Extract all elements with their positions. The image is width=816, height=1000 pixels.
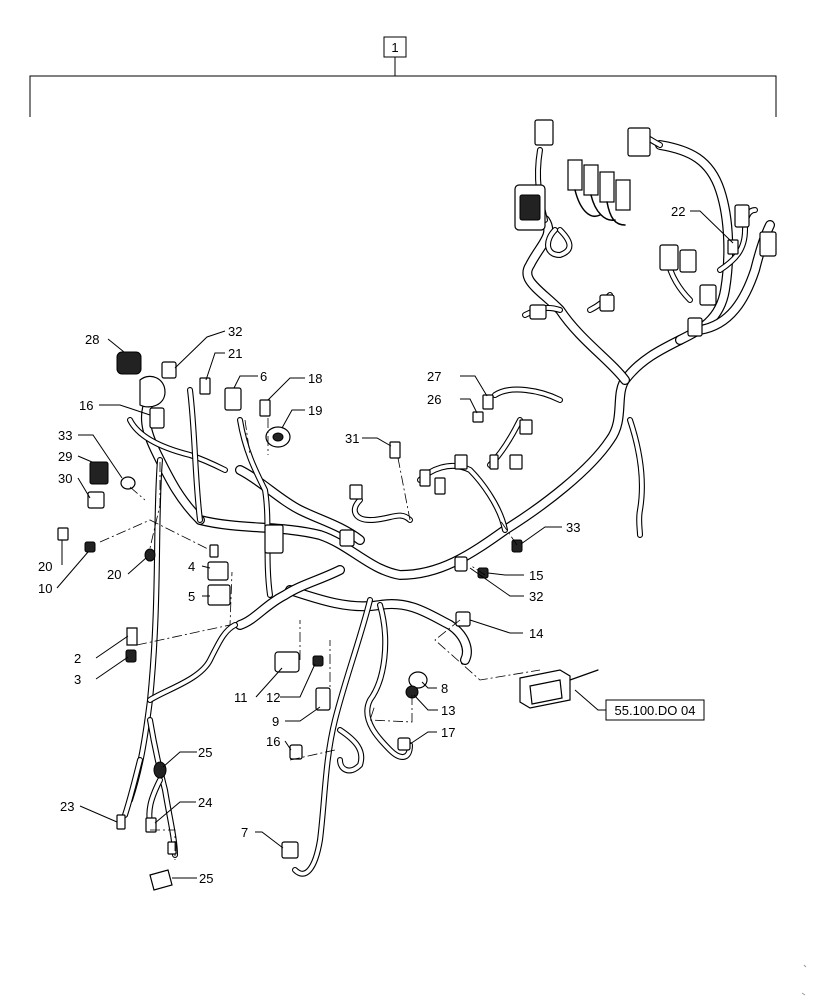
top-connector-2: [627, 127, 651, 157]
clip-3: [125, 649, 137, 663]
connector-17: [397, 737, 411, 751]
callout-28: 28: [85, 332, 99, 347]
corner-marks: [801, 964, 807, 996]
callout-19: 19: [308, 403, 322, 418]
callout-30: 30: [58, 471, 72, 486]
connector-18: [259, 399, 271, 417]
reference-box-label: 55.100.DO 04: [615, 703, 696, 718]
callout-15: 15: [529, 568, 543, 583]
clip-20a: [57, 527, 69, 541]
callout-33: 33: [58, 428, 72, 443]
callout-18: 18: [308, 371, 322, 386]
external-unit: [519, 669, 599, 709]
assembly-ref-label: 1: [391, 40, 398, 55]
grommet-33a: [120, 476, 136, 490]
connector-16a: [149, 407, 165, 429]
callout-14: 14: [529, 626, 543, 641]
callout-25: 25: [198, 745, 212, 760]
callout-7: 7: [241, 825, 248, 840]
clip-32b: [454, 556, 468, 572]
callout-27: 27: [427, 369, 441, 384]
clip-10: [84, 541, 96, 553]
fuse-connector-row: [567, 159, 631, 211]
relay-5: [207, 584, 231, 606]
connector-7: [281, 841, 299, 859]
sensor-25b: [149, 869, 173, 891]
relay-6: [224, 387, 242, 411]
callout-20: 20: [38, 559, 52, 574]
callout-8: 8: [441, 681, 448, 696]
callout-3: 3: [74, 672, 81, 687]
connector-32a: [161, 361, 177, 379]
reference-lines: [99, 418, 541, 860]
connector-26: [472, 411, 484, 423]
callout-29: 29: [58, 449, 72, 464]
connector-30: [87, 491, 105, 509]
callout-5: 5: [188, 589, 195, 604]
branch-wires: [122, 132, 758, 877]
callout-24: 24: [198, 795, 212, 810]
callout-32: 32: [529, 589, 543, 604]
module-11: [274, 651, 300, 673]
callout-26: 26: [427, 392, 441, 407]
connector-24: [145, 817, 157, 833]
callout-23: 23: [60, 799, 74, 814]
grommet-20b: [144, 548, 156, 562]
connector-31: [389, 441, 401, 459]
grommet-25a: [153, 761, 167, 779]
grommet-8: [408, 671, 428, 689]
clip-14: [455, 611, 471, 627]
round-connector: [139, 375, 166, 408]
callout-9: 9: [272, 714, 279, 729]
callout-labels: 28 32 21 6 18 19 16 33 29 30 20 10 20 4 …: [38, 204, 685, 886]
callout-2: 2: [74, 651, 81, 666]
connector-27: [482, 394, 494, 410]
callout-22: 22: [671, 204, 685, 219]
callout-21: 21: [228, 346, 242, 361]
relay-4: [207, 561, 229, 581]
callout-25: 25: [199, 871, 213, 886]
connector-29: [89, 461, 109, 485]
callout-13: 13: [441, 703, 455, 718]
grommet-33b: [511, 539, 523, 553]
callout-31: 31: [345, 431, 359, 446]
connector-cluster-center: [339, 419, 533, 547]
callout-12: 12: [266, 690, 280, 705]
connector-21: [199, 377, 211, 395]
callout-32: 32: [228, 324, 242, 339]
connector-23: [116, 814, 126, 830]
top-connector-1: [534, 119, 554, 146]
callout-11: 11: [234, 690, 248, 705]
connector-12: [312, 655, 324, 667]
callout-16: 16: [79, 398, 93, 413]
components: [57, 119, 777, 891]
right-connector-1: [659, 244, 679, 271]
connector-16b: [289, 744, 303, 760]
reference-box[interactable]: 55.100.DO 04: [605, 699, 705, 721]
assembly-bracket: 1: [29, 36, 777, 117]
callout-20: 20: [107, 567, 121, 582]
connector-9: [315, 687, 331, 711]
callout-4: 4: [188, 559, 195, 574]
callout-16: 16: [266, 734, 280, 749]
callout-17: 17: [441, 725, 455, 740]
callout-10: 10: [38, 581, 52, 596]
callout-33: 33: [566, 520, 580, 535]
connector-22: [727, 239, 739, 255]
callout-6: 6: [260, 369, 267, 384]
connector-28: [116, 351, 142, 375]
clip-2: [126, 627, 138, 646]
connector-mid-left: [264, 524, 284, 554]
leader-lines: [56, 210, 734, 879]
